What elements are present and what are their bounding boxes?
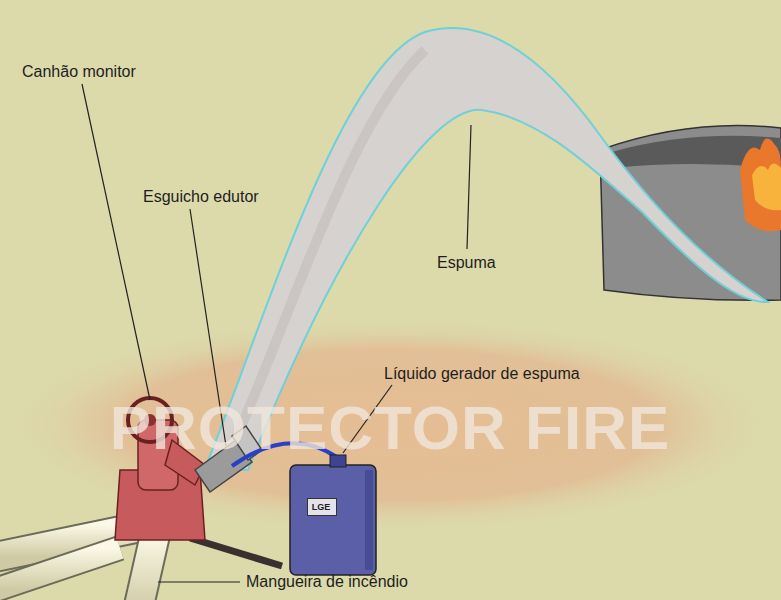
leader-line <box>82 84 150 400</box>
leader-line <box>467 125 471 249</box>
leader-line <box>158 581 240 582</box>
fire <box>740 139 781 232</box>
label-text: LGE <box>308 499 337 515</box>
part-label: Esguicho edutor <box>143 187 259 206</box>
anchor-rod <box>190 538 282 566</box>
hose-outline <box>0 548 120 590</box>
fire-hose <box>138 535 155 600</box>
hose-outline <box>138 535 155 600</box>
jug-side <box>365 470 373 570</box>
watermark: PROTECTOR FIRE <box>110 391 671 465</box>
tank-wall <box>600 126 781 301</box>
part-label: Canhão monitor <box>22 62 136 81</box>
foam-concentrate-jug <box>290 465 376 575</box>
jug-label: LGE <box>307 498 338 516</box>
fire-core <box>752 163 781 210</box>
part-label: Espuma <box>437 253 496 272</box>
fire-hose <box>0 548 120 590</box>
part-label: Líquido gerador de espuma <box>384 364 580 383</box>
part-label: Mangueira de incêndio <box>246 572 408 591</box>
